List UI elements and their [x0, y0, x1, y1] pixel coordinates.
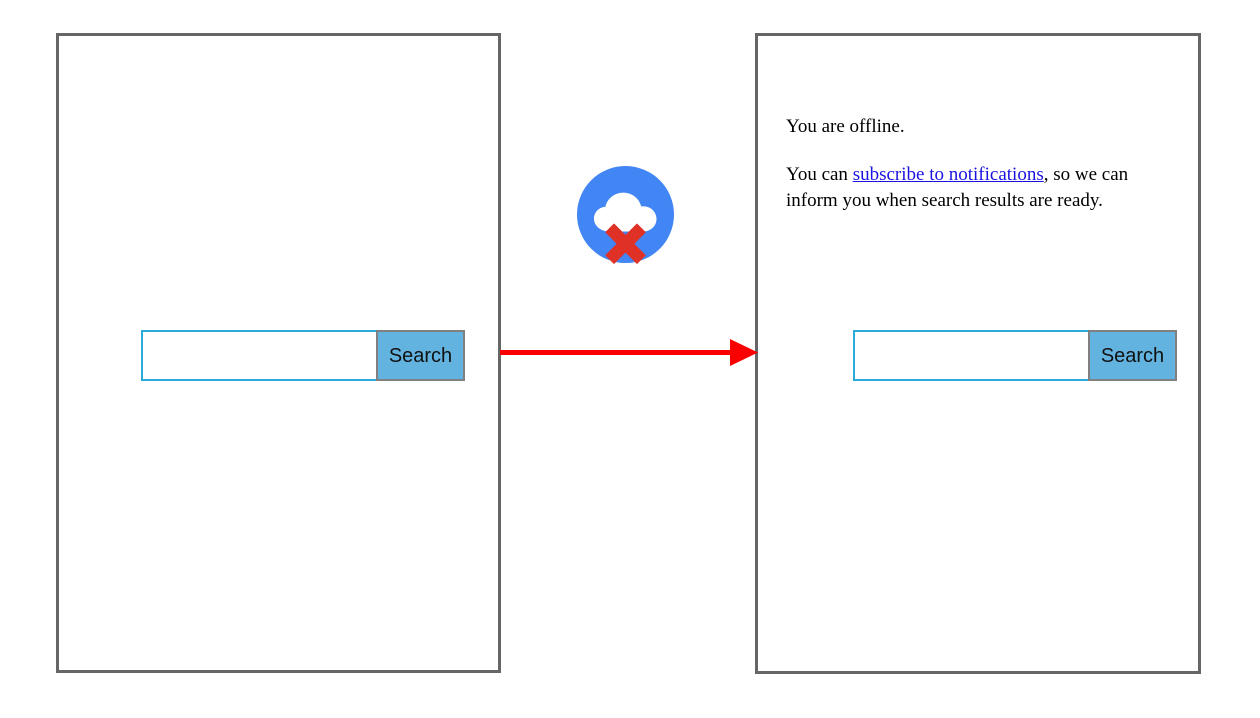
search-button-after[interactable]: Search — [1088, 330, 1177, 381]
cloud-offline-icon — [577, 166, 674, 264]
subscribe-prompt-prefix: You can — [786, 164, 853, 185]
arrow-head — [730, 339, 758, 366]
subscribe-prompt-suffix: , so we can inform you when search resul… — [786, 164, 1129, 211]
right-arrow-icon — [500, 339, 758, 366]
panel-after-state: You are offline. You can subscribe to no… — [755, 33, 1201, 674]
offline-status-text: You are offline. — [786, 116, 905, 137]
offline-message-block: You are offline. You can subscribe to no… — [786, 114, 1178, 214]
search-widget-after: Search — [853, 330, 1177, 381]
subscribe-prompt-text: You can subscribe to notifications, so w… — [786, 162, 1178, 214]
search-button-before[interactable]: Search — [376, 330, 465, 381]
search-input-after[interactable] — [853, 330, 1088, 381]
subscribe-to-notifications-link[interactable]: subscribe to notifications — [852, 164, 1044, 185]
search-widget-before: Search — [141, 330, 465, 381]
cloud-shape — [594, 192, 657, 232]
cross-mark — [605, 223, 646, 264]
search-input-before[interactable] — [141, 330, 376, 381]
panel-before-state: Search — [56, 33, 501, 673]
